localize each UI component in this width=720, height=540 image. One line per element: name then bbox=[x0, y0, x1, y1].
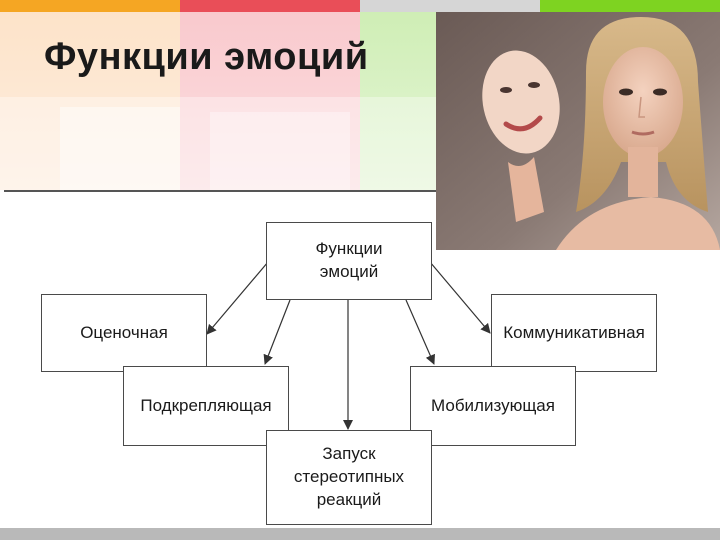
node-evaluative: Оценочная bbox=[41, 294, 207, 372]
node-mobilizing: Мобилизующая bbox=[410, 366, 576, 446]
arrow-to-evaluative bbox=[207, 262, 268, 334]
node-trigger: Запуск стереотипных реакций bbox=[266, 430, 432, 525]
node-communicative: Коммуникативная bbox=[491, 294, 657, 372]
bottom-strip bbox=[0, 528, 720, 540]
arrow-to-communicative bbox=[430, 262, 490, 333]
node-reinforcing: Подкрепляющая bbox=[123, 366, 289, 446]
arrow-to-reinforcing bbox=[265, 300, 290, 364]
node-center: Функции эмоций bbox=[266, 222, 432, 300]
arrow-to-mobilizing bbox=[406, 300, 434, 364]
